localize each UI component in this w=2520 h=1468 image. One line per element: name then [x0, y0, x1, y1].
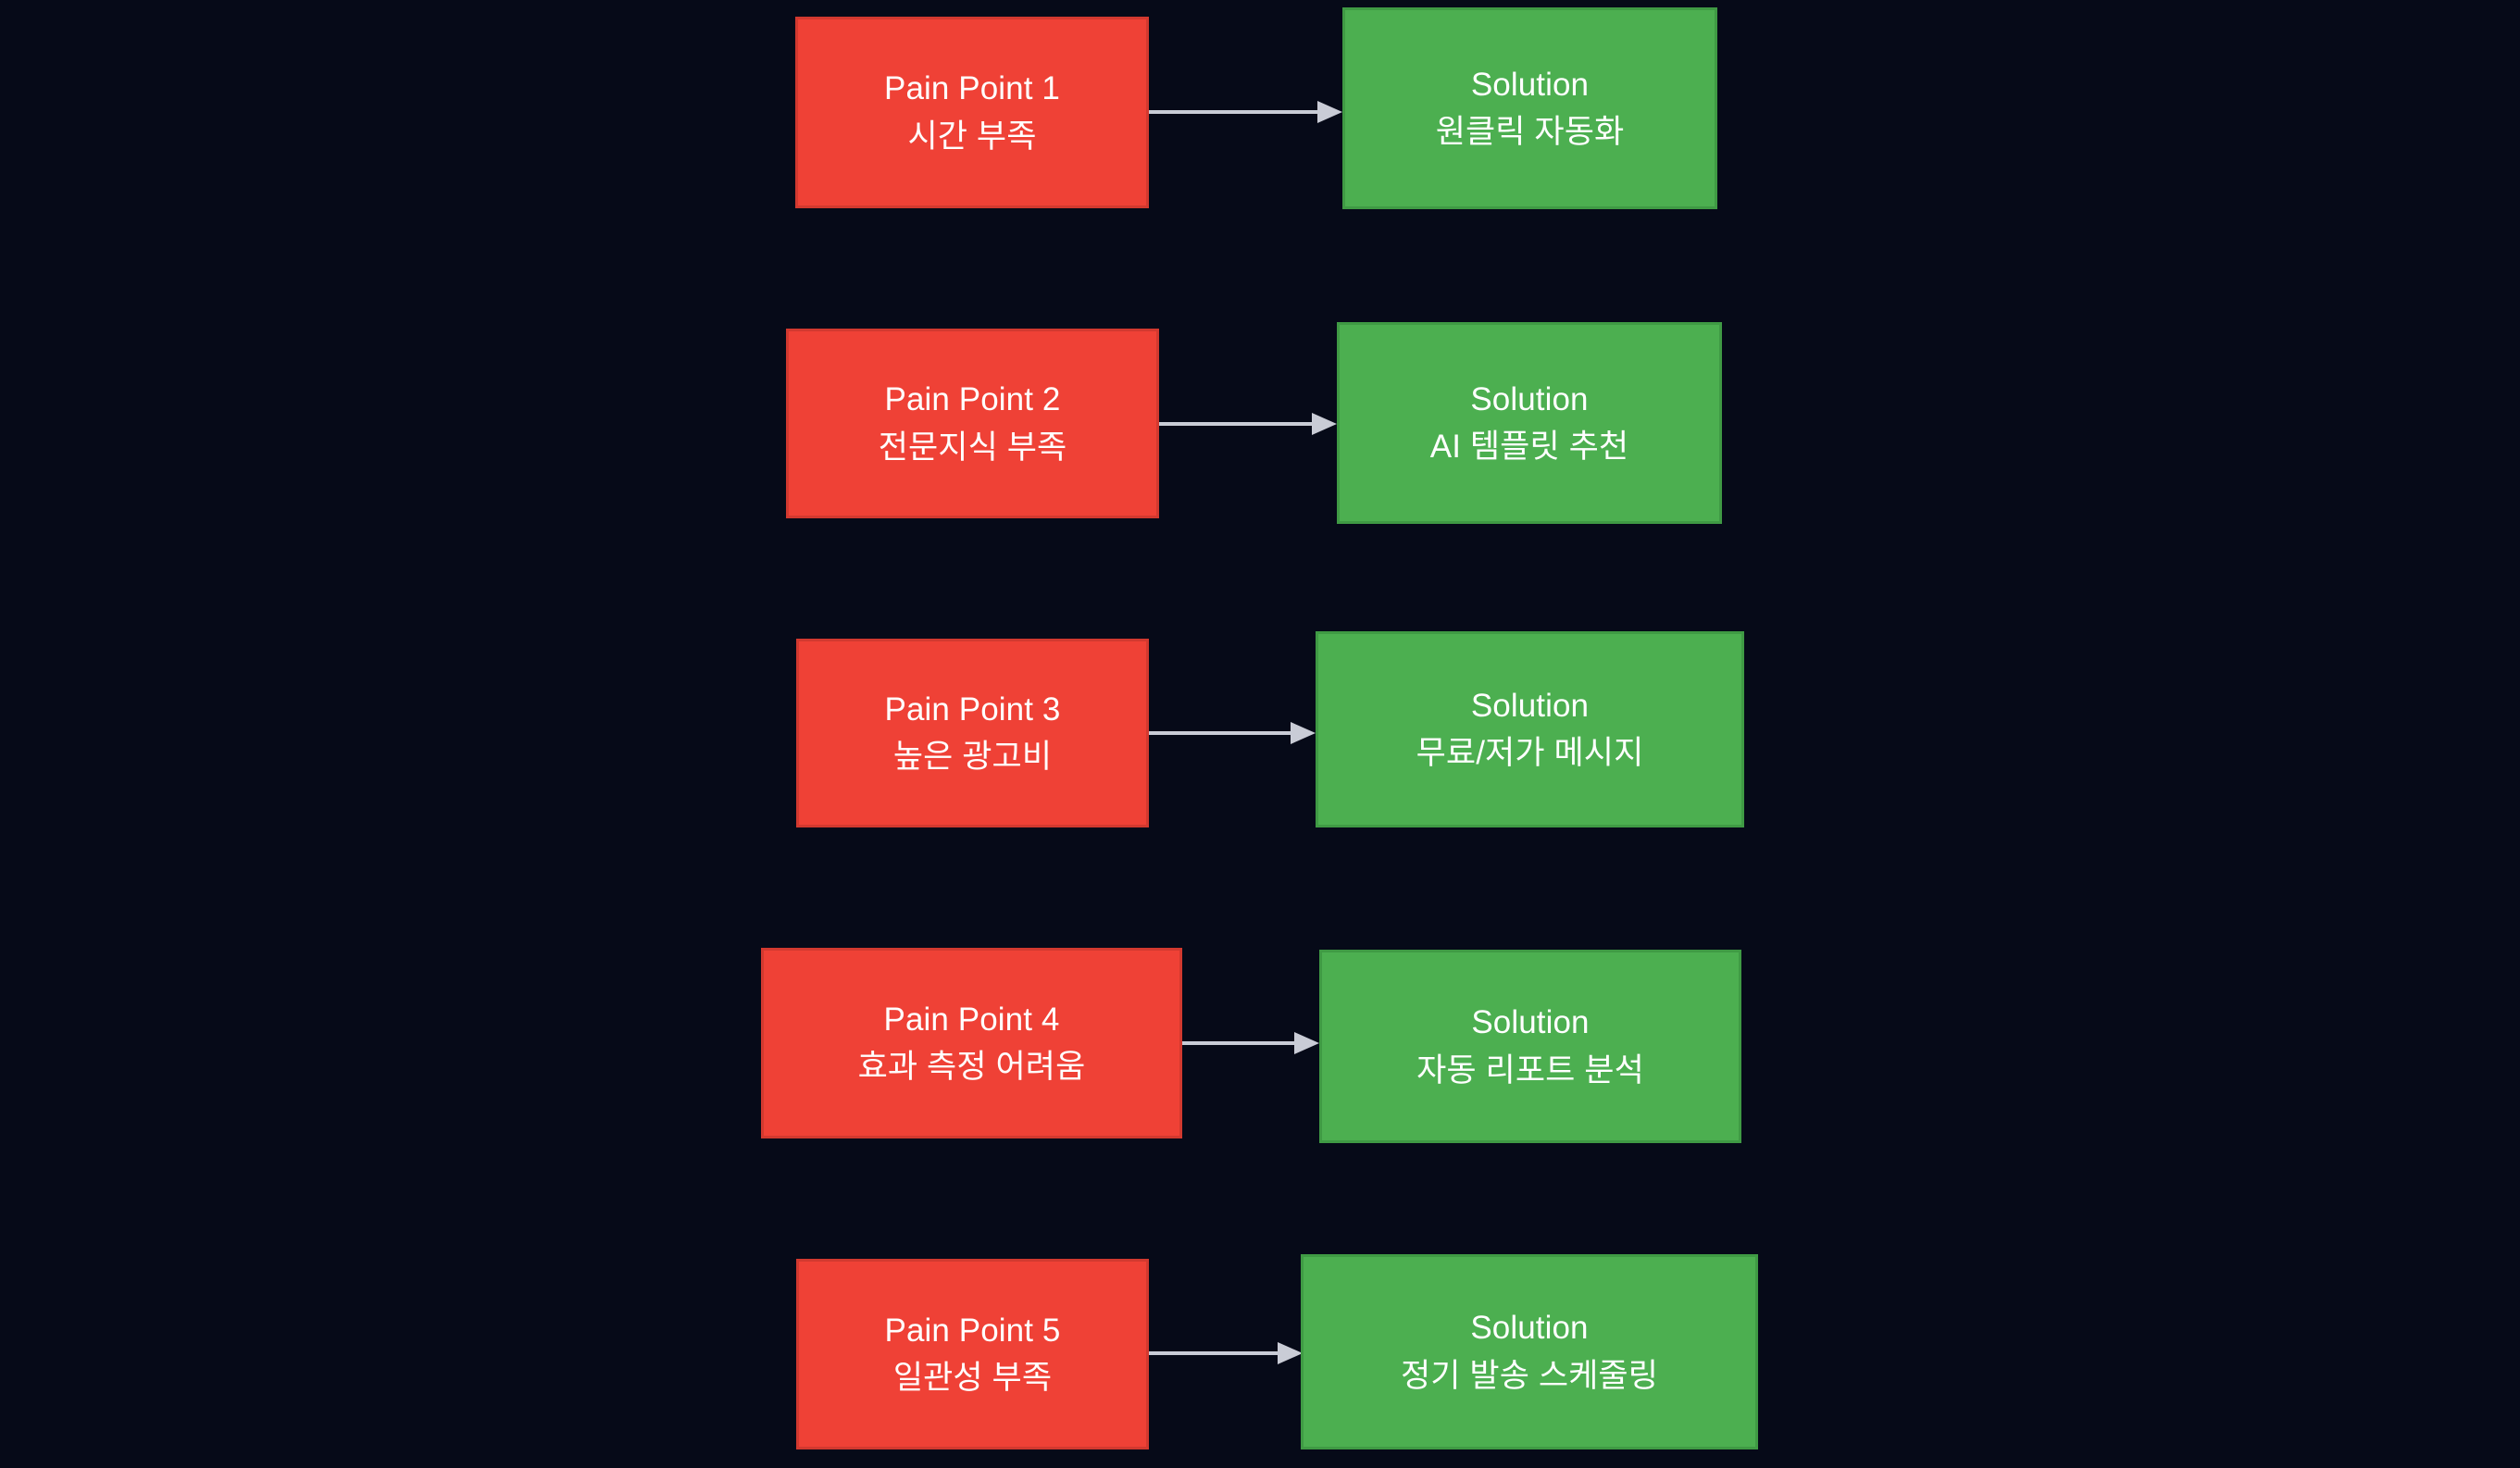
solution-title: Solution [1470, 66, 1590, 103]
pain-point-node[interactable]: Pain Point 2 전문지식 부족 [786, 329, 1159, 518]
diagram-row: Pain Point 2 전문지식 부족 Solution AI 템플릿 추천 [0, 0, 2520, 524]
pain-point-detail: 효과 측정 어려움 [857, 1049, 1086, 1085]
diagram-row: Pain Point 1 시간 부족 Solution 원클릭 자동화 [0, 0, 2520, 222]
connector-arrow [1159, 405, 1337, 442]
solution-detail: 원클릭 자동화 [1435, 114, 1625, 150]
pain-point-detail: 일관성 부족 [892, 1360, 1053, 1396]
solution-title: Solution [1471, 1004, 1590, 1040]
pain-point-node[interactable]: Pain Point 5 일관성 부족 [796, 1259, 1149, 1449]
pain-point-title: Pain Point 4 [883, 1001, 1060, 1038]
pain-point-node[interactable]: Pain Point 4 효과 측정 어려움 [761, 948, 1182, 1138]
pain-point-detail: 전문지식 부족 [878, 429, 1067, 466]
solution-node[interactable]: Solution AI 템플릿 추천 [1337, 322, 1722, 524]
pain-point-node[interactable]: Pain Point 1 시간 부족 [795, 17, 1149, 208]
solution-detail: AI 템플릿 추천 [1429, 429, 1629, 465]
solution-node[interactable]: Solution 원클릭 자동화 [1342, 7, 1717, 209]
solution-title: Solution [1470, 687, 1590, 724]
connector-arrow [1149, 715, 1316, 752]
solution-node[interactable]: Solution 자동 리포트 분석 [1319, 950, 1741, 1143]
solution-detail: 무료/저가 메시지 [1416, 735, 1644, 771]
solution-title: Solution [1470, 1310, 1589, 1346]
pain-point-detail: 시간 부족 [907, 118, 1037, 155]
solution-title: Solution [1470, 380, 1589, 417]
pain-point-title: Pain Point 5 [884, 1312, 1061, 1349]
pain-point-title: Pain Point 1 [884, 70, 1060, 106]
diagram-row: Pain Point 3 높은 광고비 Solution 무료/저가 메시지 [0, 0, 2520, 827]
pain-point-detail: 높은 광고비 [892, 739, 1053, 775]
connector-arrow [1149, 1335, 1303, 1372]
solution-node[interactable]: Solution 정기 발송 스케줄링 [1301, 1254, 1758, 1449]
pain-point-title: Pain Point 3 [884, 690, 1061, 728]
diagram-row: Pain Point 4 효과 측정 어려움 Solution 자동 리포트 분… [0, 0, 2520, 1143]
solution-node[interactable]: Solution 무료/저가 메시지 [1316, 631, 1744, 827]
connector-arrow [1182, 1025, 1319, 1062]
pain-point-node[interactable]: Pain Point 3 높은 광고비 [796, 639, 1149, 827]
solution-detail: 자동 리포트 분석 [1416, 1051, 1644, 1089]
pain-point-title: Pain Point 2 [884, 381, 1061, 417]
solution-detail: 정기 발송 스케줄링 [1400, 1357, 1659, 1394]
